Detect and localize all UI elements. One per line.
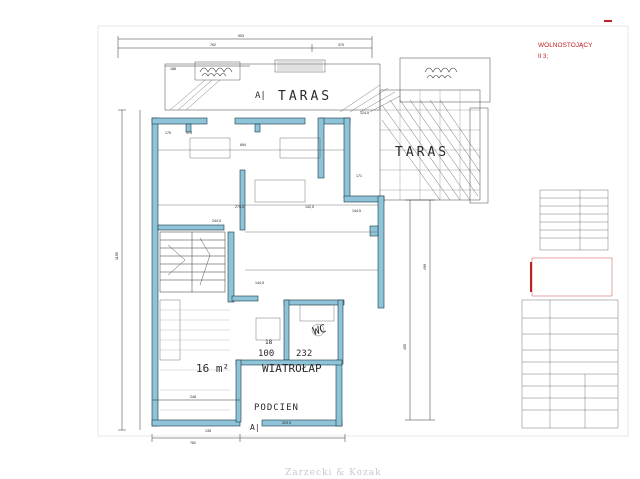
dim-bottom-seg1: 248 [190, 395, 196, 399]
room-taras-top: TARAS [278, 89, 332, 104]
num-232: 232 [296, 349, 312, 359]
dim-side-right: 499 [423, 264, 427, 270]
room-podcien: PODCIEN [254, 403, 299, 413]
dim-top-seg2: 144,5 [352, 209, 361, 213]
dim-side-right2: 455 [403, 344, 407, 350]
title-subheading: II 3; [538, 54, 548, 60]
room-area-16: 16 m² [196, 362, 229, 375]
terrace-top [164, 59, 381, 111]
walls [151, 117, 385, 427]
axis-bottom: A| [250, 423, 260, 432]
top-dimension-lines [117, 36, 373, 67]
dim-top-seg1: 188 [170, 67, 176, 71]
dim-top-overall: 953 [238, 34, 244, 38]
dim-mid2: 173 [186, 131, 192, 135]
sheet-frame [97, 25, 629, 437]
dim-mid4: 142,5 [305, 205, 314, 209]
red-markers [530, 20, 612, 292]
dim-bottom-seg2: 135 [205, 429, 211, 433]
dim-mid3: 275,5 [235, 205, 244, 209]
dim-top-left: 762 [210, 43, 216, 47]
floor-hatch-left [160, 309, 230, 411]
stairs [159, 231, 226, 293]
interior-lines [158, 137, 378, 361]
room-taras-right: TARAS [395, 145, 449, 160]
dim-bottom-right: 329,5 [282, 421, 291, 425]
legend-table [521, 189, 619, 429]
room-wiatrolap: WIATROŁAP [262, 362, 322, 375]
dim-mid5: 244,5 [212, 219, 221, 223]
axis-top: A| [255, 91, 266, 101]
dim-mid1: 175 [165, 131, 171, 135]
right-dimension [405, 199, 435, 421]
terrace-right [379, 57, 491, 204]
title-heading: WOLNOSTOJĄCY [538, 42, 593, 49]
left-dimension [118, 109, 141, 431]
num-18: 18 [265, 339, 273, 346]
dim-left-height: 1195 [115, 252, 119, 260]
dim-mid7: 124,5 [360, 111, 369, 115]
num-100: 100 [258, 349, 274, 359]
dim-mid6: 144,5 [255, 281, 264, 285]
bottom-dimension-lines [151, 399, 346, 442]
dim-mid8: 171 [356, 174, 362, 178]
dim-mid9: 694 [240, 143, 246, 147]
dim-top-right: 370 [338, 43, 344, 47]
room-wc: WC [311, 322, 327, 338]
watermark: Zarzecki & Kozak [285, 468, 382, 478]
dim-bottom-overall: 762 [190, 441, 196, 445]
terrace-hatch-top [169, 79, 401, 113]
